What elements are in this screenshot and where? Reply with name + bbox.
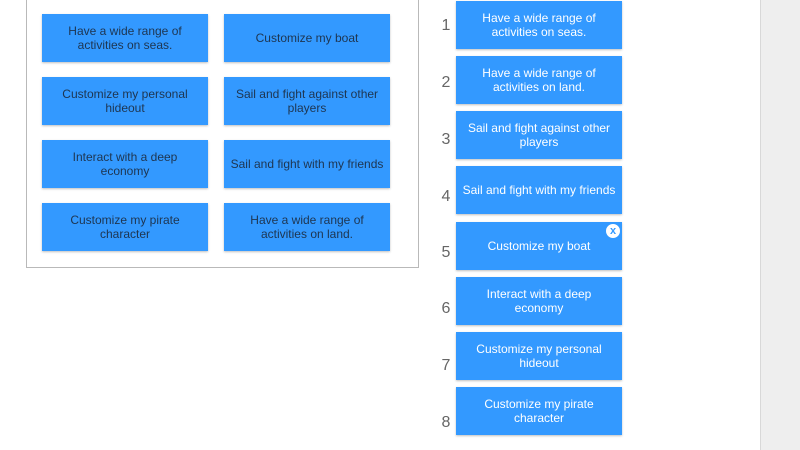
- rank-number: 4: [441, 188, 451, 205]
- rank-number: 6: [441, 300, 451, 317]
- rank-number: 7: [441, 357, 451, 374]
- ranked-item-card[interactable]: Sail and fight against other players: [456, 111, 622, 159]
- rank-number: 3: [441, 131, 451, 148]
- source-option-card[interactable]: Have a wide range of activities on seas.: [42, 14, 208, 62]
- source-option-card[interactable]: Customize my boat: [224, 14, 390, 62]
- source-option-card[interactable]: Interact with a deep economy: [42, 140, 208, 188]
- ranked-item-card[interactable]: Interact with a deep economy: [456, 277, 622, 325]
- ranked-item-card[interactable]: Customize my pirate character: [456, 387, 622, 435]
- source-option-card[interactable]: Sail and fight against other players: [224, 77, 390, 125]
- source-option-card[interactable]: Have a wide range of activities on land.: [224, 203, 390, 251]
- page-gutter: [760, 0, 800, 450]
- ranked-item-card[interactable]: Customize my boat: [456, 222, 622, 270]
- rank-number: 5: [441, 244, 451, 261]
- source-option-card[interactable]: Customize my pirate character: [42, 203, 208, 251]
- rank-number: 8: [441, 414, 451, 431]
- rank-number: 1: [441, 17, 451, 34]
- ranked-item-card[interactable]: Sail and fight with my friends: [456, 166, 622, 214]
- ranked-item-card[interactable]: Customize my personal hideout: [456, 332, 622, 380]
- rank-number: 2: [441, 74, 451, 91]
- remove-item-icon[interactable]: x: [604, 222, 622, 240]
- source-option-card[interactable]: Sail and fight with my friends: [224, 140, 390, 188]
- source-option-card[interactable]: Customize my personal hideout: [42, 77, 208, 125]
- ranked-item-card[interactable]: Have a wide range of activities on seas.: [456, 1, 622, 49]
- ranked-item-card[interactable]: Have a wide range of activities on land.: [456, 56, 622, 104]
